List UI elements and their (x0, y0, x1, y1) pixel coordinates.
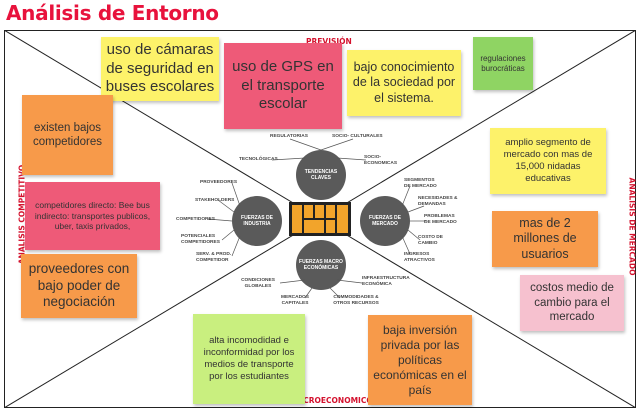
center-canvas-box (289, 202, 351, 236)
label-stakeholders: STAKEHOLDERS (195, 198, 235, 203)
note-bajos-competidores: existen bajos competidores (22, 95, 113, 175)
drop-fuerzas-mercado: FUERZAS DE MERCADO (360, 196, 410, 246)
drop-fuerzas-macro: FUERZAS MACRO ECONÓMICAS (296, 240, 346, 290)
note-gps: uso de GPS en el transporte escolar (224, 43, 342, 129)
label-commodidades: COMMODIDADES & OTROS RECURSOS (333, 295, 379, 306)
axis-label-bottom: MACROECONOMICOS (290, 396, 379, 405)
label-socio-economicas: SOCIO- ECONOMICAS (364, 155, 398, 166)
label-necesidades-demandas: NECESIDADES & DEMANDAS (418, 196, 458, 207)
label-regulatorias: REGULATORIAS (270, 134, 308, 139)
label-proveedores: PROVEEDORES (200, 180, 238, 185)
label-serv-prod-competidor: SERV. & PROD. COMPETIDOR (196, 252, 232, 263)
note-camaras: uso de cámaras de seguridad en buses esc… (101, 37, 219, 101)
drop-fuerzas-industria: FUERZAS DE INDUSTRIA (232, 196, 282, 246)
drop-tendencias-claves: TENDENCIAS CLAVES (296, 150, 346, 200)
label-tecnologicas: TECNOLÓGICAS (239, 157, 278, 162)
page-title: Análisis de Entorno (6, 1, 219, 25)
note-segmento: amplio segmento de mercado con mas de 15… (490, 128, 606, 194)
note-costos: costos medio de cambio para el mercado (520, 275, 624, 331)
label-infraestructura-economica: INFRAESTRUCTURA ECONÓMICA (362, 276, 410, 287)
axis-label-right: ANALISIS DE MERCADO (627, 177, 637, 276)
label-mercados-capitales: MERCADOS CAPITALES (281, 295, 309, 306)
note-conocimiento: bajo conocimiento de la sociedad por el … (347, 50, 461, 116)
note-regulaciones: regulaciones burocráticas (473, 37, 533, 90)
label-competidores: COMPETIDORES (176, 217, 215, 222)
label-condiciones-globales: CONDICIONES GLOBALES (241, 278, 275, 289)
note-usuarios: mas de 2 millones de usuarios (492, 211, 598, 267)
label-problemas-mercado: PROBLEMAS DE MERCADO (424, 214, 457, 225)
label-segmentos-mercado: SEGMENTOS DE MERCADO (404, 178, 437, 189)
label-ingresos-atractivos: INGRESOS ATRACTIVOS (404, 252, 435, 263)
label-potenciales-competidores: POTENCIALES COMPETIDORES (181, 234, 220, 245)
note-competidores-directo: competidores directo: Bee bus indirecto:… (25, 182, 160, 250)
axis-label-top: PREVISIÓN (306, 37, 352, 46)
note-incomodidad: alta incomodidad e inconformidad por los… (193, 314, 305, 404)
note-proveedores: proveedores con bajo poder de negociació… (21, 254, 137, 318)
label-socio-culturales: SOCIO- CULTURALES (332, 134, 383, 139)
label-costo-cambio: COSTO DE CAMBIO (418, 235, 443, 246)
note-inversion: baja inversión privada por las políticas… (368, 315, 472, 405)
